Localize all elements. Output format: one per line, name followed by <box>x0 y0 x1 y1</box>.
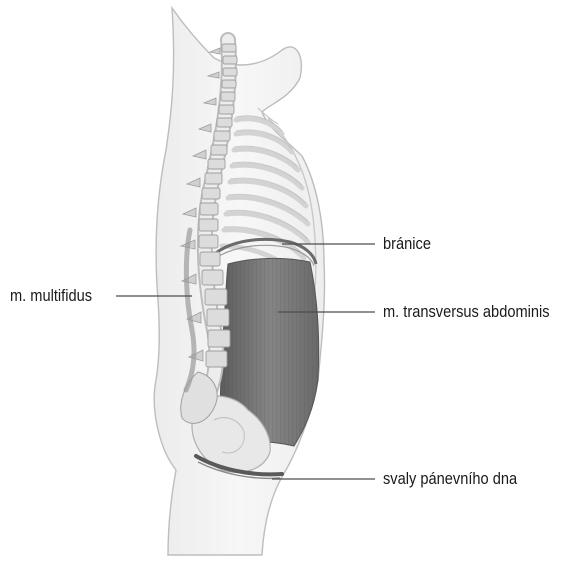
label-pelvic-floor: svaly pánevního dna <box>383 469 517 489</box>
label-diaphragm: bránice <box>383 234 431 254</box>
label-transversus-abdominis: m. transversus abdominis <box>383 302 550 322</box>
label-multifidus: m. multifidus <box>10 286 92 306</box>
